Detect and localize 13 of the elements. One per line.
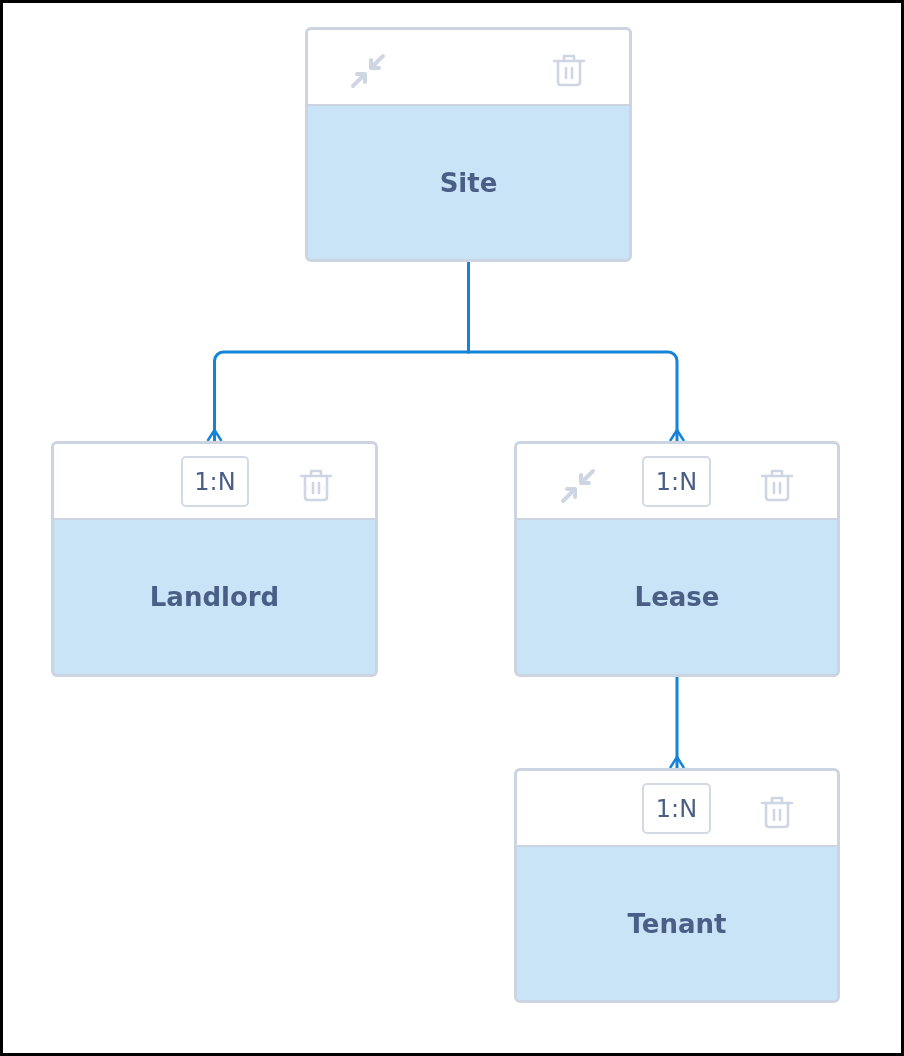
relationship-line [668,677,686,770]
entity-name: Landlord [149,582,280,612]
entity-name: Lease [634,582,720,612]
cardinality-tag: 1:N [642,456,711,507]
entity-name: Site [439,167,498,198]
relationship-line [467,262,686,443]
entity-card [514,768,840,1003]
cardinality-tag: 1:N [181,456,249,507]
entity-card [514,441,840,677]
entity-card [51,441,378,677]
cardinality-tag: 1:N [642,783,711,834]
entity-name: Tenant [627,908,727,939]
entity-card [305,27,632,262]
